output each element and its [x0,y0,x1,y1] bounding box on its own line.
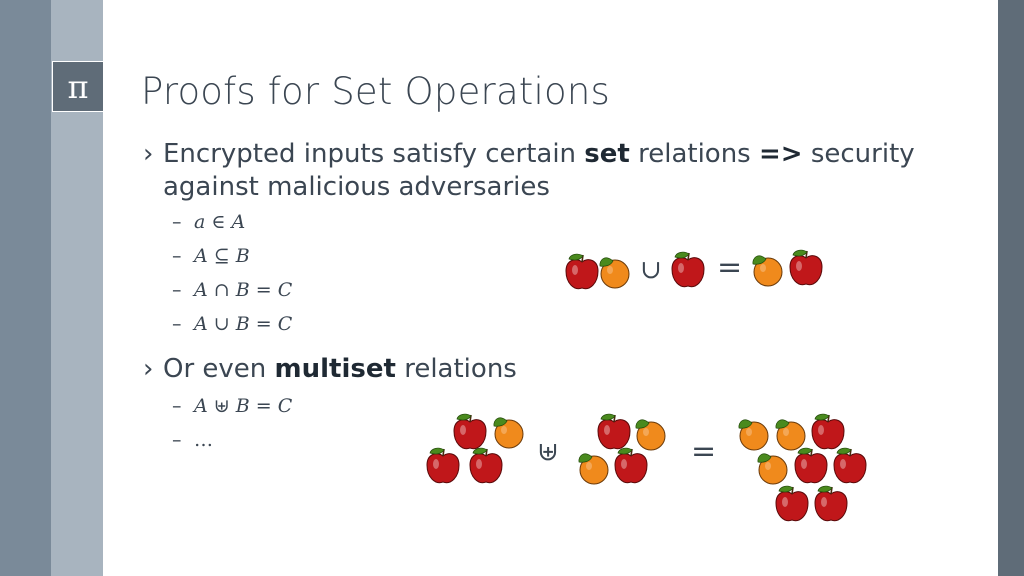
apple-icon [814,485,848,522]
apple-icon [671,251,705,288]
equals-symbol: = [691,434,717,469]
bullet-2: › Or even multiset relations [143,353,517,386]
sub-item: –A ∪ B = C [172,313,293,335]
apple-icon [794,447,828,484]
orange-icon [775,419,806,451]
bullet-text: security [802,139,915,169]
right-band [998,0,1024,576]
bullet-text: relations [629,139,759,169]
bullet-text: relations [395,354,517,384]
bullet-marker: › [143,139,154,169]
apple-icon [811,413,845,450]
bullet-text: Encrypted inputs satisfy certain [163,139,585,169]
apple-icon [426,447,460,484]
bullet-marker: › [143,354,154,384]
orange-icon [578,453,609,485]
logo-badge: π [52,61,103,112]
orange-icon [738,419,769,451]
apple-icon [597,413,631,450]
arrow-text: => [759,139,803,169]
apple-icon [833,447,867,484]
bullet-text: against malicious adversaries [163,172,550,202]
orange-icon [752,255,783,287]
slide-title: Proofs for Set Operations [141,70,610,113]
sub-item: –A ⊎ B = C [172,395,293,417]
bullet-1: › Encrypted inputs satisfy certain set re… [143,138,915,204]
apple-icon [614,447,648,484]
left-band-dark [0,0,51,576]
sub-item: –a ∈ A [172,211,246,233]
equals-symbol: = [717,250,743,285]
sub-item: –A ∩ B = C [172,279,293,301]
orange-icon [635,419,666,451]
sub-item: –… [172,429,213,451]
orange-icon [757,453,788,485]
orange-icon [599,257,630,289]
bullet-text: Or even [163,354,275,384]
bullet-bold: set [584,139,630,169]
multiset-union-symbol: ⊎ [537,437,559,467]
apple-icon [453,413,487,450]
apple-icon [469,447,503,484]
sub-item: –A ⊆ B [172,245,250,267]
apple-icon [789,249,823,286]
apple-icon [565,253,599,290]
orange-icon [493,417,524,449]
pi-icon: π [67,67,89,106]
apple-icon [775,485,809,522]
bullet-bold: multiset [274,354,396,384]
union-symbol: ∪ [640,255,662,285]
